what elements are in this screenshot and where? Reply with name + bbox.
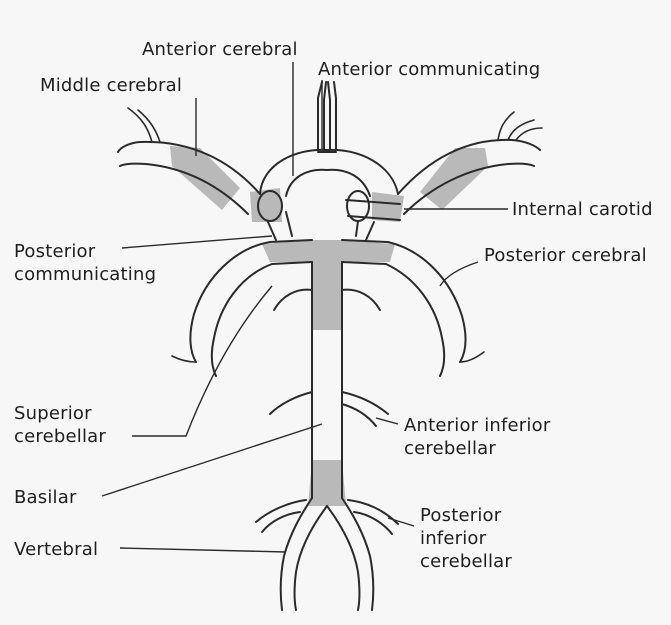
vertebral-right-outer (342, 498, 373, 610)
anterior-cerebral-right-inner (328, 82, 330, 150)
label-posterior-cerebral: Posterior cerebral (484, 244, 647, 267)
label-internal-carotid: Internal carotid (512, 198, 653, 221)
label-anterior-communicating: Anterior communicating (318, 58, 540, 81)
label-middle-cerebral: Middle cerebral (40, 74, 182, 97)
leader-lines (102, 62, 508, 552)
ring-left-lower (268, 222, 276, 240)
middle-cerebral-right-branch-3 (516, 128, 542, 140)
vertebral-right-inner (327, 506, 360, 610)
ring-left-lower-inner (286, 212, 292, 236)
label-anterior-inferior-cerebellar: Anterior inferior cerebellar (404, 414, 550, 460)
middle-cerebral-left-branch-2 (138, 110, 160, 142)
label-posterior-inferior-cerebellar: Posterior inferior cerebellar (420, 504, 512, 573)
superior-cerebellar-left (274, 290, 312, 310)
ring-right-lower (366, 222, 374, 240)
label-anterior-cerebral: Anterior cerebral (142, 38, 298, 61)
ring-inner-top (286, 170, 370, 196)
aica-right (342, 392, 388, 414)
anterior-cerebral-vessels (318, 82, 336, 152)
shade-upper-basilar (312, 240, 342, 330)
label-superior-cerebellar: Superior cerebellar (14, 402, 106, 448)
leader-superior-cerebellar (132, 286, 272, 436)
leader-pica (388, 518, 414, 526)
ring-right-lower-inner (356, 221, 358, 236)
shade-right-posterior-cerebral (342, 240, 395, 262)
label-basilar: Basilar (14, 486, 77, 509)
shade-left-middle-cerebral (170, 146, 240, 210)
shade-lower-basilar (308, 460, 346, 506)
label-posterior-communicating: Posterior communicating (14, 240, 156, 286)
middle-cerebral-left-branch (128, 108, 152, 142)
shade-left-posterior-cerebral (262, 240, 312, 262)
aica-right-inner (342, 404, 376, 426)
leader-aica (376, 418, 398, 424)
middle-cerebral-right-branch (498, 112, 514, 140)
aica-left (270, 392, 312, 414)
posterior-cerebral-left-lower (212, 262, 312, 376)
superior-cerebellar-right (342, 290, 380, 310)
leader-basilar (102, 424, 322, 496)
leader-vertebral (120, 548, 286, 552)
label-vertebral: Vertebral (14, 538, 98, 561)
anterior-cerebral-right-outer (334, 82, 336, 150)
posterior-cerebral-right-lower (342, 262, 444, 376)
anterior-cerebral-left-inner (324, 82, 326, 150)
ring-outer-top (260, 150, 398, 194)
vertebral-vessels (256, 498, 398, 610)
vertebral-left-inner (295, 506, 328, 610)
